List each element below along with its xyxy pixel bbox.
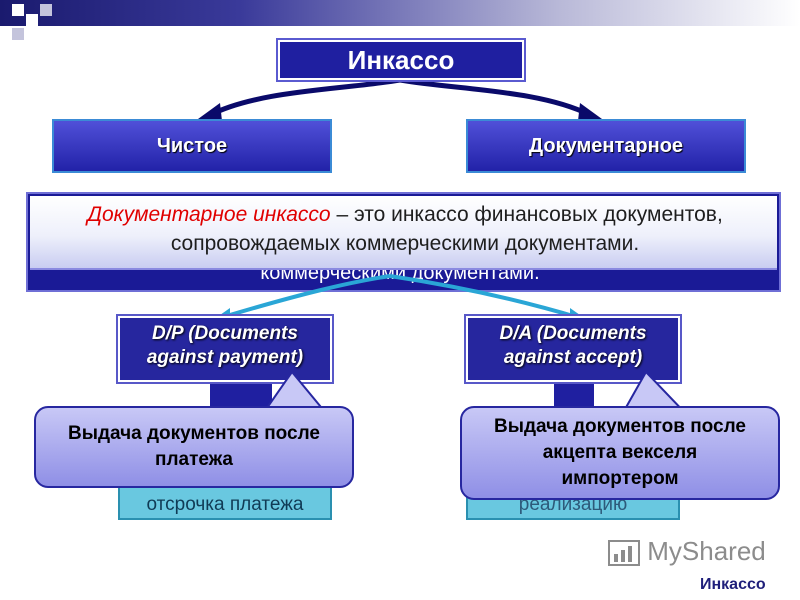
dp-box: D/P (Documents against payment) bbox=[116, 314, 334, 384]
decor-square bbox=[40, 4, 52, 16]
callout-left: Выдача документов после платежа bbox=[34, 406, 354, 488]
dp-line1: D/P (Documents bbox=[151, 323, 299, 344]
callout-right-line3: импортером bbox=[561, 468, 679, 489]
definition-inner bbox=[30, 196, 777, 270]
type-box-clean: Чистое bbox=[52, 119, 332, 173]
da-box: D/A (Documents against accept) bbox=[464, 314, 682, 384]
footer-label: Инкассо bbox=[700, 576, 766, 593]
callout-left-line2: платежа bbox=[154, 449, 233, 470]
callout-right: Выдача документов после акцепта векселя … bbox=[460, 406, 780, 500]
type-label-documentary: Документарное bbox=[528, 134, 684, 157]
definition-term: Документарное инкассо bbox=[87, 203, 331, 226]
decor-square bbox=[12, 28, 24, 40]
da-line2: against accept) bbox=[503, 347, 643, 368]
callout-right-line1: Выдача документов после bbox=[494, 416, 746, 437]
decor-square bbox=[12, 4, 24, 16]
page-title: Инкассо bbox=[347, 44, 455, 75]
watermark-logo: MyShared bbox=[608, 536, 766, 567]
callout-left-line1: Выдача документов после bbox=[68, 423, 320, 444]
definition-text: Документарное инкассо – это инкассо фина… bbox=[40, 200, 770, 258]
teal-left-text: отсрочка платежа bbox=[146, 494, 304, 515]
da-line1: D/A (Documents bbox=[499, 323, 647, 344]
type-label-clean: Чистое bbox=[156, 134, 228, 157]
definition-line2: сопровождаемых коммерческими документами… bbox=[170, 232, 640, 255]
top-decor-bar bbox=[0, 0, 800, 26]
logo-text: MyShared bbox=[647, 536, 766, 566]
branch-arrows bbox=[198, 77, 602, 121]
logo-chart-icon bbox=[608, 540, 640, 567]
type-box-documentary: Документарное bbox=[466, 119, 746, 173]
title-box: Инкассо bbox=[276, 38, 526, 82]
decor-square bbox=[26, 14, 38, 26]
definition-rest: – это инкассо финансовых документов, bbox=[330, 203, 723, 226]
callout-right-line2: акцепта векселя bbox=[542, 442, 698, 463]
dp-line2: against payment) bbox=[146, 347, 304, 368]
